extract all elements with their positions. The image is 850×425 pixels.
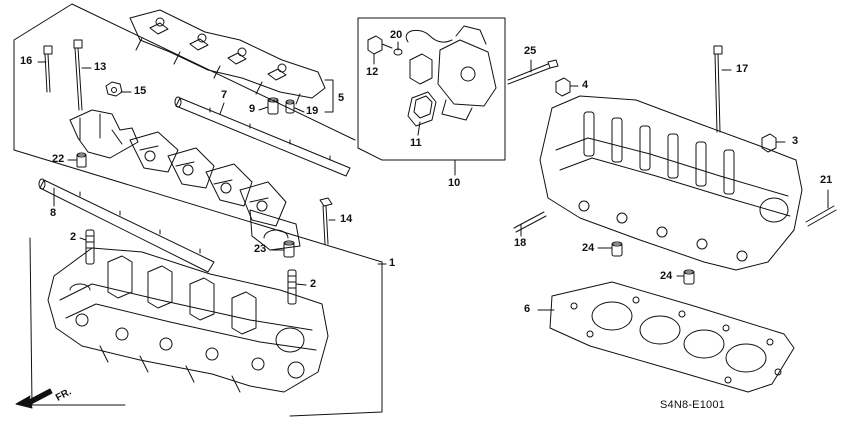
callout-5: 5 [338, 92, 345, 104]
spool-valve-assembly [367, 25, 497, 127]
head-gasket [549, 281, 795, 393]
callout-8: 8 [50, 207, 57, 219]
callout-18: 18 [514, 237, 527, 249]
callout-17: 17 [736, 63, 749, 75]
dowel-pin-24-lower [683, 269, 695, 285]
dowel-pin-19 [285, 99, 295, 114]
cylinder-head-right [539, 95, 803, 271]
callout-19: 19 [306, 105, 319, 117]
bolt-25 [507, 59, 559, 85]
callout-10: 10 [448, 177, 461, 189]
dowel-pin-23 [283, 240, 295, 258]
callout-11: 11 [410, 137, 422, 149]
stud-18 [513, 211, 547, 233]
callout-2-left: 2 [70, 231, 77, 243]
diagram-code: S4N8-E1001 [660, 399, 725, 411]
callout-20: 20 [390, 29, 403, 41]
bolt-13 [73, 39, 83, 111]
stud-2-left [85, 229, 95, 265]
bolt-14 [319, 197, 333, 245]
nut-15 [105, 81, 123, 97]
rocker-group-outline [13, 3, 383, 417]
dowel-pin-9 [267, 97, 279, 115]
callout-14: 14 [340, 213, 353, 225]
callout-6: 6 [524, 303, 531, 315]
callout-12: 12 [366, 66, 379, 78]
rocker-arm-assembly-lower [69, 109, 301, 251]
callout-22: 22 [52, 153, 65, 165]
cap-3 [761, 133, 777, 153]
callout-23: 23 [254, 243, 267, 255]
callout-25: 25 [524, 45, 537, 57]
rocker-arm-assembly-top [129, 9, 326, 105]
rocker-shaft-8 [38, 178, 215, 273]
callout-1: 1 [389, 257, 396, 269]
dowel-pin-24-upper [611, 241, 623, 257]
callout-15: 15 [134, 85, 147, 97]
callout-24-upper: 24 [582, 242, 595, 254]
front-direction-arrow [15, 388, 53, 409]
callout-3: 3 [792, 135, 799, 147]
cylinder-head-left [47, 247, 329, 393]
callout-4: 4 [582, 79, 589, 91]
callout-16: 16 [20, 55, 33, 67]
bolt-17 [713, 45, 723, 133]
cap-4 [555, 77, 571, 97]
callout-13: 13 [94, 61, 107, 73]
callout-24-lower: 24 [660, 270, 673, 282]
callout-9: 9 [249, 103, 256, 115]
rocker-shaft-7 [174, 96, 351, 177]
callout-2-right: 2 [310, 278, 317, 290]
bolt-16 [43, 45, 53, 93]
leader-lines [37, 41, 829, 311]
dowel-pin-22 [76, 152, 87, 168]
stud-2-right [287, 269, 297, 305]
callout-21: 21 [820, 174, 833, 186]
callout-7: 7 [221, 89, 228, 101]
stud-21 [805, 205, 837, 227]
spool-valve-group-outline [357, 17, 506, 161]
